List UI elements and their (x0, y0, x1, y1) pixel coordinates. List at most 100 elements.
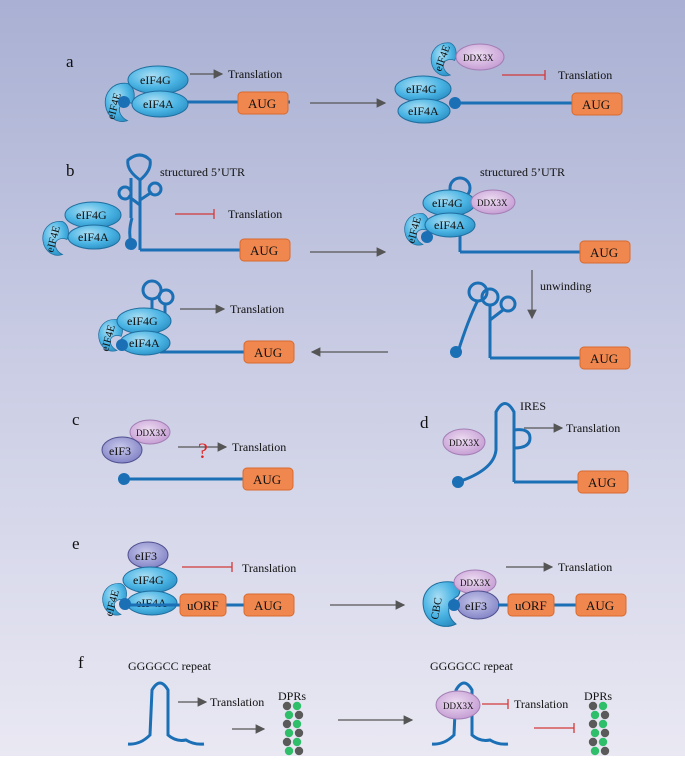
dpr-bead-green (598, 737, 608, 747)
translation-label: Translation (232, 440, 286, 454)
dprs-label: DPRs (584, 689, 612, 703)
structured-utr-label: structured 5’UTR (480, 165, 565, 179)
dpr-bead-green (292, 737, 302, 747)
panel-letter-f: f (78, 653, 84, 672)
eif4a-protein (67, 224, 121, 250)
eif4g-label: eIF4G (140, 73, 171, 87)
panel-b: b structured 5’UTR AUG Translation eIF4E… (42, 153, 631, 370)
cbc-label: CBC (429, 597, 445, 621)
eif4g-label: eIF4G (432, 196, 463, 210)
aug-box (239, 238, 291, 262)
utr-loop (117, 185, 133, 201)
ddx3x-protein (435, 690, 481, 720)
dpr-bead-green (284, 710, 294, 720)
uorf-box (179, 593, 227, 617)
ddx3x-label: DDX3X (460, 578, 491, 588)
dpr-bead-grey (294, 746, 304, 756)
dpr-bead-green (284, 728, 294, 738)
panel-a: a eIF4E eIF4G eIF4A AUG Translation eIF4… (66, 42, 623, 124)
ddx3x-protein (455, 43, 505, 71)
aug-label: AUG (582, 97, 610, 112)
m7g-cap (421, 231, 433, 243)
eif4a-label: eIF4A (143, 97, 174, 111)
eif4a-label: eIF4A (78, 230, 109, 244)
unwinding-label: unwinding (540, 279, 591, 293)
dpr-bead-green (590, 746, 600, 756)
ddx3x-label: DDX3X (136, 428, 167, 438)
repeat-hairpin (127, 681, 205, 746)
ddx3x-protein (129, 419, 171, 445)
ggggcc-label: GGGGCC repeat (430, 659, 514, 673)
panel-f: f GGGGCC repeat Translation DPRs GGGGCC … (78, 653, 612, 756)
m7g-cap (118, 96, 130, 108)
utr-hairpin (126, 153, 152, 250)
aug-box (577, 470, 629, 494)
ddx3x-protein (470, 189, 516, 215)
ires-structure (457, 402, 532, 484)
eif4g-label: eIF4G (76, 208, 107, 222)
dpr-bead-grey (282, 701, 292, 711)
panel-c: c DDX3X eIF3 AUG ? Translation (72, 410, 294, 491)
translation-label: Translation (514, 697, 568, 711)
dpr-chain (588, 701, 610, 756)
ddx3x-protein (442, 428, 486, 456)
eif4g-label: eIF4G (127, 314, 158, 328)
aug-box (243, 593, 295, 617)
uorf-label: uORF (515, 598, 547, 613)
m7g-cap (125, 238, 137, 250)
aug-label: AUG (586, 598, 614, 613)
dpr-bead-green (598, 719, 608, 729)
aug-box (243, 340, 295, 364)
eif4a-label: eIF4A (136, 596, 167, 610)
panel-letter-d: d (420, 413, 429, 432)
eif3-label: eIF3 (465, 599, 487, 613)
panel-letter-a: a (66, 52, 74, 71)
panel-letter-b: b (66, 161, 75, 180)
dpr-bead-grey (600, 746, 610, 756)
utr-loop (141, 279, 163, 301)
aug-label: AUG (254, 345, 282, 360)
question-mark: ? (198, 438, 208, 463)
uorf-box (507, 593, 555, 617)
dprs-label: DPRs (278, 689, 306, 703)
aug-label: AUG (248, 96, 276, 111)
aug-box (579, 346, 631, 370)
aug-box (571, 92, 623, 116)
m7g-cap (119, 598, 131, 610)
aug-label: AUG (590, 351, 618, 366)
m7g-cap (116, 339, 128, 351)
utr-stem (488, 305, 504, 358)
m7g-cap (449, 97, 461, 109)
eif4a-label: eIF4A (408, 104, 439, 118)
translation-label: Translation (566, 421, 620, 435)
dpr-bead-grey (588, 701, 598, 711)
aug-label: AUG (588, 475, 616, 490)
ddx3x-label: DDX3X (443, 701, 474, 711)
translation-label: Translation (228, 67, 282, 81)
translation-label: Translation (558, 68, 612, 82)
dpr-bead-grey (282, 719, 292, 729)
utr-loop (467, 281, 489, 303)
aug-box (242, 467, 294, 491)
panel-letter-e: e (72, 534, 80, 553)
eif3-label: eIF3 (109, 444, 131, 458)
dpr-bead-green (292, 719, 302, 729)
ires-label: IRES (520, 399, 546, 413)
ddx3x-label: DDX3X (449, 438, 480, 448)
aug-box (579, 240, 631, 264)
aug-box (237, 91, 289, 115)
dpr-bead-grey (294, 728, 304, 738)
unwound-strand (456, 299, 480, 353)
eif3-label: eIF3 (135, 549, 157, 563)
structured-utr-label: structured 5’UTR (160, 165, 245, 179)
translation-label: Translation (210, 695, 264, 709)
dpr-bead-green (292, 701, 302, 711)
panel-letter-c: c (72, 410, 80, 429)
eif4a-protein (424, 212, 476, 238)
eif4a-protein (397, 98, 451, 124)
dpr-bead-grey (600, 710, 610, 720)
aug-label: AUG (250, 243, 278, 258)
